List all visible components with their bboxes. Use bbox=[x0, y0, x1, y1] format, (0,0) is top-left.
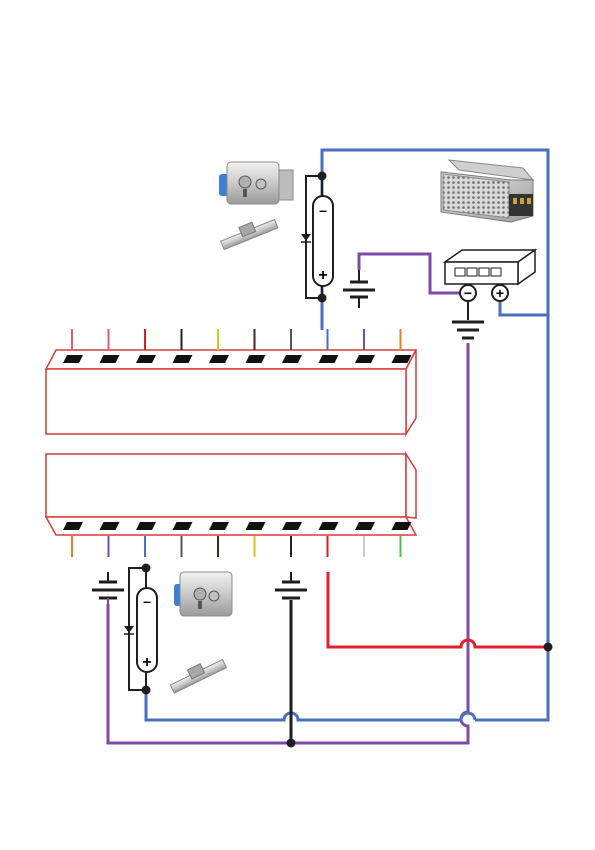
strike-plate-icon bbox=[168, 654, 227, 693]
power-minus-label: − bbox=[464, 285, 472, 301]
diode-bottom-minus: – bbox=[143, 593, 151, 609]
diode-bottom-plus: + bbox=[142, 654, 151, 671]
lock-icon bbox=[174, 572, 232, 616]
battery-icon bbox=[343, 270, 375, 308]
junction-dot bbox=[142, 686, 151, 695]
junction-dot bbox=[287, 739, 296, 748]
power-plus-label: + bbox=[496, 285, 504, 301]
lock-icon bbox=[219, 162, 293, 204]
diode-top-plus: + bbox=[318, 267, 327, 284]
ground-icon bbox=[452, 322, 484, 338]
battery-icon bbox=[92, 572, 124, 606]
battery-icon bbox=[275, 572, 307, 598]
power-terminal-block: − + bbox=[445, 250, 535, 320]
strike-plate-icon bbox=[218, 214, 277, 250]
terminal-block-top bbox=[46, 329, 416, 434]
diode-icon bbox=[124, 626, 134, 634]
diode-icon bbox=[301, 234, 311, 242]
terminal-block-bottom bbox=[46, 454, 416, 557]
power-supply-icon bbox=[441, 160, 533, 222]
junction-dot bbox=[142, 564, 151, 573]
diode-top-minus: – bbox=[319, 202, 327, 218]
junction-dot bbox=[544, 643, 553, 652]
